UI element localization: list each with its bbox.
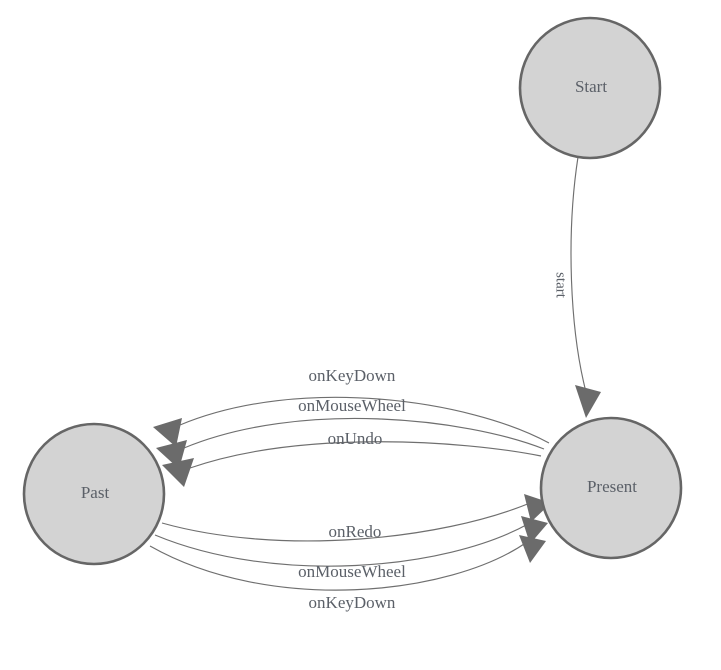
edge-label-start: start	[553, 272, 569, 299]
node-present-circle	[539, 416, 683, 560]
node-present[interactable]: Present	[539, 416, 683, 560]
node-present-label: Present	[587, 477, 637, 496]
edge-label-past-present-onmousewheel: onMouseWheel	[298, 562, 406, 581]
arrow-head-start-present	[575, 385, 601, 418]
edge-path-start-present	[570, 156, 587, 393]
edge-label-present-past-onkeydown: onKeyDown	[309, 366, 396, 385]
edge-present-to-past-onkeydown[interactable]: onKeyDown	[153, 366, 550, 447]
edge-path-past-present-2	[154, 523, 529, 567]
edge-past-to-present-onkeydown[interactable]: onKeyDown	[149, 535, 546, 612]
edge-path-past-present-1	[161, 502, 531, 542]
edge-start-to-present[interactable]: start	[553, 156, 601, 418]
edge-path-present-past-1	[179, 396, 550, 444]
arrow-head-present-past-1	[153, 418, 182, 447]
edge-label-past-present-onredo: onRedo	[329, 522, 382, 541]
node-start-label: Start	[575, 77, 607, 96]
edge-past-to-present-onredo[interactable]: onRedo	[161, 494, 551, 542]
edge-label-past-present-onkeydown: onKeyDown	[309, 593, 396, 612]
node-start-circle	[518, 16, 662, 160]
node-past-label: Past	[81, 483, 110, 502]
edge-path-present-past-3	[189, 441, 542, 469]
node-start[interactable]: Start	[518, 16, 662, 160]
node-past-circle	[22, 422, 166, 566]
edge-label-present-past-onundo: onUndo	[328, 429, 383, 448]
node-past[interactable]: Past	[22, 422, 166, 566]
arrow-head-past-present-3	[519, 535, 546, 563]
edge-label-present-past-onmousewheel: onMouseWheel	[298, 396, 406, 415]
edge-path-past-present-3	[149, 541, 528, 591]
edge-path-present-past-2	[183, 417, 545, 450]
arrow-head-present-past-3	[162, 458, 194, 487]
edge-present-to-past-onundo[interactable]: onUndo	[162, 429, 542, 487]
